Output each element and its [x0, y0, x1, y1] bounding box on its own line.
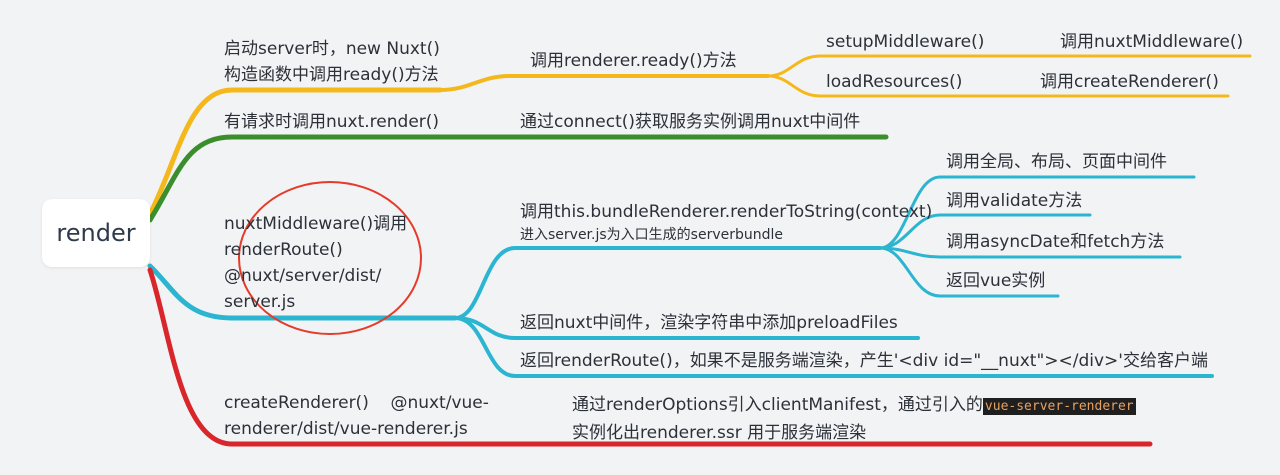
branch-create-renderer-line-2: renderer/dist/vue-renderer.js: [224, 419, 468, 439]
connector-root-cyan: [147, 263, 458, 321]
branch-render-route-line-2: renderRoute(): [224, 240, 343, 260]
branch-render-route-line-3: @nuxt/server/dist/: [224, 266, 382, 286]
node-return-render-route[interactable]: 返回renderRoute()，如果不是服务端渲染，产生'<div id="__…: [520, 351, 1208, 371]
connector-cyan-child-1: [453, 246, 882, 320]
branch-startup-line-1: 启动server时，new Nuxt(): [224, 39, 440, 59]
connector-root-yellow: [147, 87, 443, 217]
branch-startup-node[interactable]: 启动server时，new Nuxt() 构造函数中调用ready()方法: [224, 36, 440, 88]
node-renderer-ready[interactable]: 调用renderer.ready()方法: [530, 51, 737, 71]
branch-startup-line-2: 构造函数中调用ready()方法: [224, 65, 439, 85]
node-call-create-renderer[interactable]: 调用createRenderer(): [1040, 72, 1219, 92]
leaf-call-asyncdata-fetch[interactable]: 调用asyncDate和fetch方法: [946, 232, 1165, 252]
node-return-nuxt-middleware[interactable]: 返回nuxt中间件，渲染字符串中添加preloadFiles: [520, 313, 898, 333]
root-label: render: [56, 219, 136, 247]
connector-root-green: [147, 134, 889, 223]
client-manifest-line-2: 实例化出renderer.ssr 用于服务端渲染: [572, 423, 867, 443]
render-to-string-line-1: 调用this.bundleRenderer.renderToString(con…: [520, 202, 933, 222]
node-load-resources[interactable]: loadResources(): [826, 72, 963, 92]
node-call-nuxt-middleware[interactable]: 调用nuxtMiddleware(): [1060, 32, 1244, 52]
connector-cyan-leaf-4: [878, 246, 1060, 298]
connector-yellow-leaf-2: [766, 74, 1230, 98]
leaf-call-validate[interactable]: 调用validate方法: [946, 191, 1083, 211]
vue-server-renderer-code: vue-server-renderer: [982, 398, 1136, 415]
connector-yellow-child: [438, 74, 770, 92]
branch-render-route-line-1: nuxtMiddleware()调用: [224, 214, 408, 234]
connector-root-red: [147, 267, 1153, 447]
render-to-string-line-2: 进入server.js为入口生成的serverbundle: [520, 227, 784, 243]
branch-create-renderer-node[interactable]: createRenderer() @nuxt/vue- renderer/dis…: [224, 390, 489, 442]
connector-cyan-leaf-1: [878, 175, 1196, 250]
connector-cyan-child-3: [453, 316, 1214, 378]
node-connect-service[interactable]: 通过connect()获取服务实例调用nuxt中间件: [520, 112, 861, 132]
root-node[interactable]: render: [42, 199, 150, 267]
node-setup-middleware[interactable]: setupMiddleware(): [826, 32, 985, 52]
node-render-to-string[interactable]: 调用this.bundleRenderer.renderToString(con…: [520, 200, 932, 246]
connector-cyan-leaf-2: [878, 213, 1092, 250]
highlight-ellipse: [238, 181, 422, 335]
leaf-return-vue-instance[interactable]: 返回vue实例: [946, 271, 1046, 291]
client-manifest-line-1: 通过renderOptions引入clientManifest，通过引入的: [572, 395, 983, 415]
branch-render-route-line-4: server.js: [224, 292, 296, 312]
branch-create-renderer-line-1: createRenderer() @nuxt/vue-: [224, 393, 489, 413]
branch-render-route-node[interactable]: nuxtMiddleware()调用 renderRoute() @nuxt/s…: [224, 211, 407, 315]
leaf-call-middlewares[interactable]: 调用全局、布局、页面中间件: [946, 152, 1167, 172]
branch-request-node[interactable]: 有请求时调用nuxt.render(): [224, 112, 440, 132]
